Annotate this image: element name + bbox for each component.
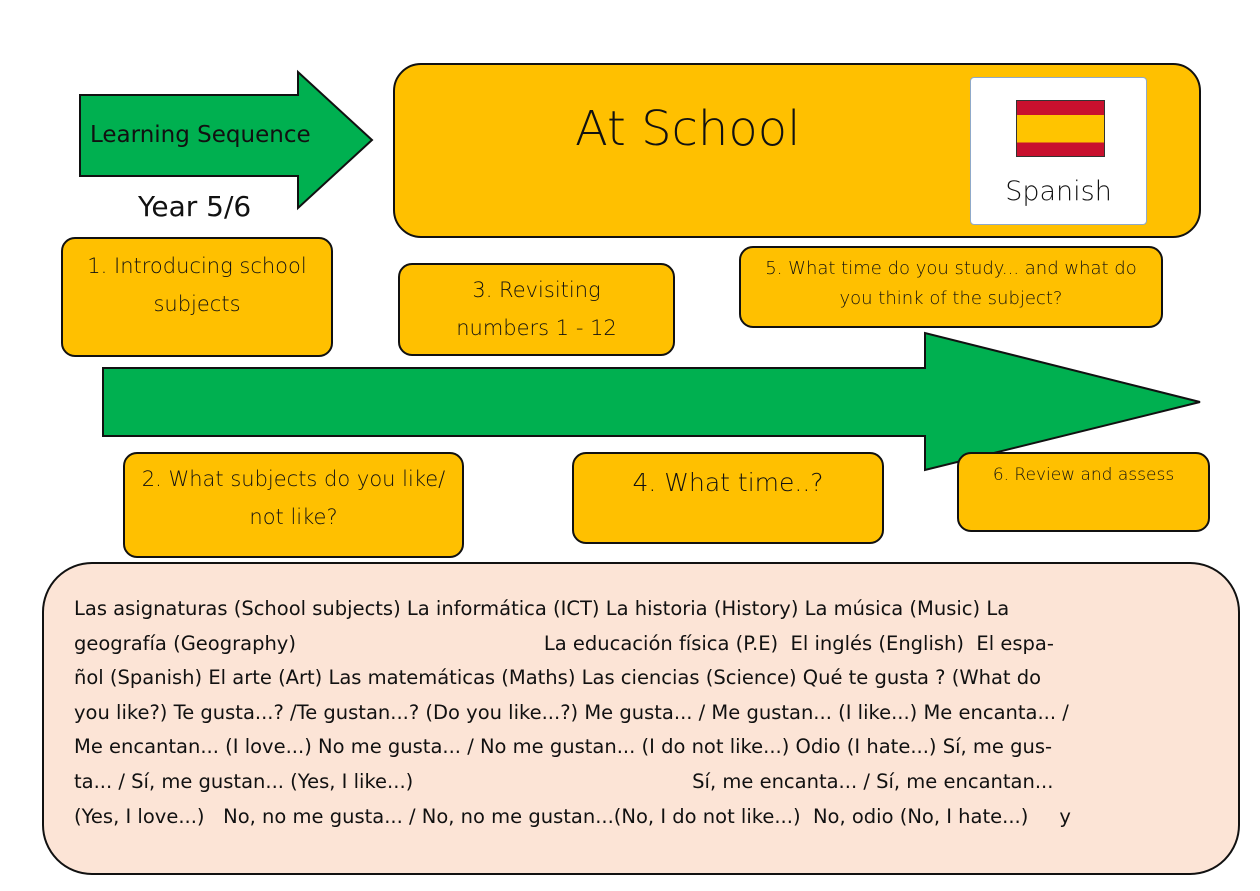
title-banner: At School Spanish xyxy=(393,63,1201,238)
step-5: 5. What time do you study... and what do… xyxy=(739,246,1163,328)
step-1: 1. Introducing school subjects xyxy=(61,237,333,357)
learning-sequence-arrow xyxy=(79,69,374,211)
vocab-line: geografía (Geography) La educación físic… xyxy=(74,631,1054,655)
step-2-label: 2. What subjects do you like/ not like? xyxy=(141,467,446,529)
vocab-line: Me encantan... (I love...) No me gusta..… xyxy=(74,735,1053,759)
step-6: 6. Review and assess xyxy=(957,452,1210,532)
step-3-label: 3. Revisiting numbers 1 - 12 xyxy=(456,278,617,340)
step-4: 4. What time..? xyxy=(572,452,884,544)
vocab-line: ñol (Spanish) El arte (Art) Las matemáti… xyxy=(74,666,1042,690)
step-6-label: 6. Review and assess xyxy=(992,465,1175,485)
page-title: At School xyxy=(575,101,801,157)
learning-sequence-label: Learning Sequence xyxy=(90,122,311,148)
vocab-line: you like?) Te gusta...? /Te gustan...? (… xyxy=(74,700,1069,724)
year-label: Year 5/6 xyxy=(138,190,252,223)
step-1-label: 1. Introducing school subjects xyxy=(87,254,307,316)
spain-flag-icon xyxy=(1016,100,1105,157)
language-label: Spanish xyxy=(1005,176,1112,207)
step-5-label: 5. What time do you study... and what do… xyxy=(765,258,1137,309)
step-3: 3. Revisiting numbers 1 - 12 xyxy=(398,263,675,356)
vocabulary-box: Las asignaturas (School subjects) La inf… xyxy=(42,562,1240,875)
step-4-label: 4. What time..? xyxy=(632,468,824,497)
step-2: 2. What subjects do you like/ not like? xyxy=(123,452,464,558)
vocab-line: Las asignaturas (School subjects) La inf… xyxy=(74,597,1010,620)
language-card: Spanish xyxy=(970,77,1147,225)
vocab-line: ta... / Sí, me gustan... (Yes, I like...… xyxy=(74,769,1054,793)
timeline-arrow xyxy=(102,331,1201,472)
vocab-line: (Yes, I love...) No, no me gusta... / No… xyxy=(74,804,1071,828)
